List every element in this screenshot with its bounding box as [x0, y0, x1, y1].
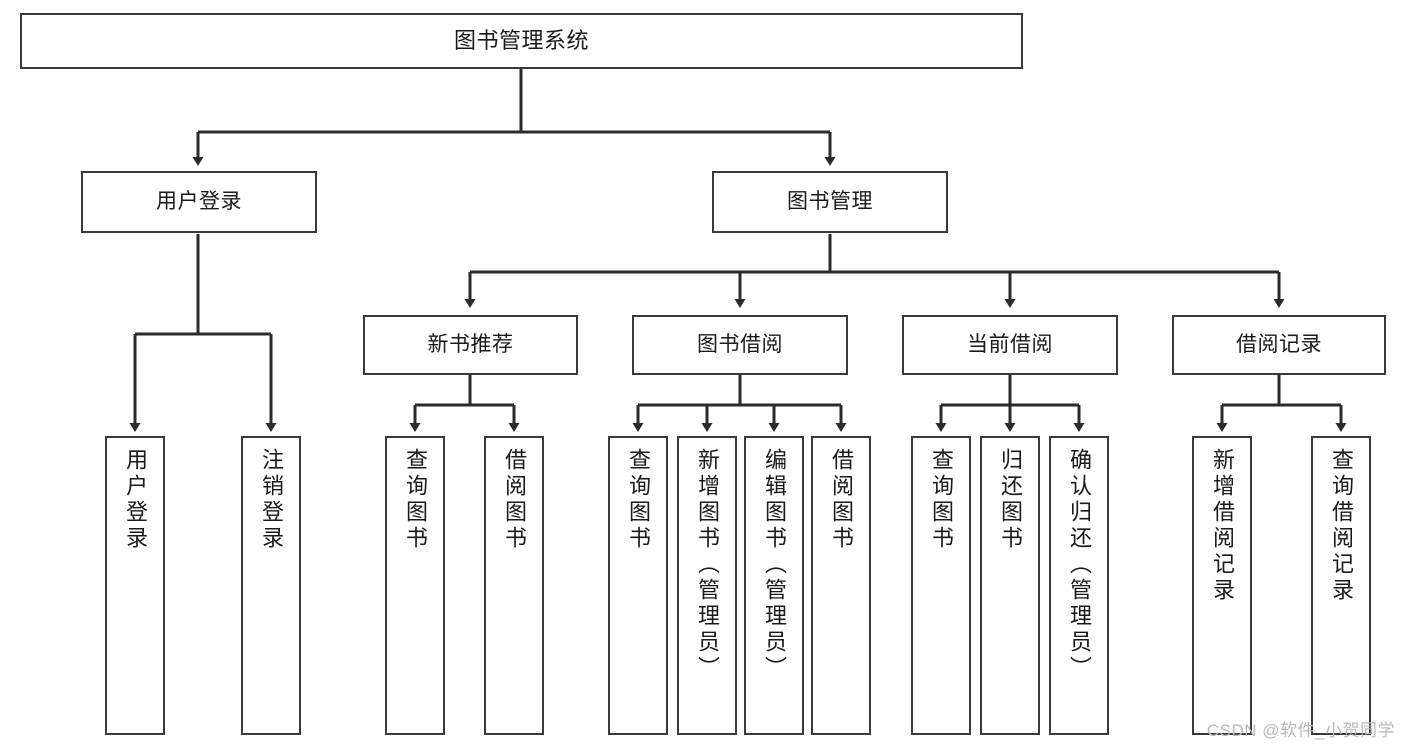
- leaf-query-book-3-label: 查询图书: [929, 448, 954, 552]
- node-current-borrow[interactable]: 当前借阅: [902, 315, 1118, 375]
- leaf-borrow-book-1[interactable]: 借阅图书: [484, 436, 544, 735]
- leaf-borrow-book-1-label: 借阅图书: [502, 448, 527, 552]
- leaf-add-record-label: 新增借阅记录: [1210, 448, 1235, 604]
- leaf-user-login[interactable]: 用户登录: [105, 436, 165, 735]
- leaf-borrow-book-2-label: 借阅图书: [829, 448, 854, 552]
- leaf-user-login-label: 用户登录: [123, 448, 148, 552]
- node-user-login-label: 用户登录: [156, 189, 242, 213]
- leaf-add-book-label: 新增图书（管理员）: [695, 448, 720, 682]
- csdn-watermark: CSDN @软件_小贺同学: [1206, 721, 1395, 740]
- leaf-edit-book-label: 编辑图书（管理员）: [762, 448, 787, 682]
- leaf-borrow-book-2[interactable]: 借阅图书: [811, 436, 871, 735]
- leaf-query-book-3[interactable]: 查询图书: [911, 436, 971, 735]
- leaf-confirm-return-label: 确认归还（管理员）: [1067, 448, 1092, 682]
- node-user-login[interactable]: 用户登录: [81, 171, 317, 233]
- node-borrow-record[interactable]: 借阅记录: [1172, 315, 1386, 375]
- leaf-add-book[interactable]: 新增图书（管理员）: [677, 436, 737, 735]
- leaf-query-book-2[interactable]: 查询图书: [608, 436, 668, 735]
- node-new-book-recommend-label: 新书推荐: [427, 332, 514, 356]
- leaf-query-record[interactable]: 查询借阅记录: [1311, 436, 1371, 735]
- node-book-borrow[interactable]: 图书借阅: [632, 315, 848, 375]
- leaf-logout-login[interactable]: 注销登录: [241, 436, 301, 735]
- node-root-label: 图书管理系统: [453, 28, 589, 54]
- node-current-borrow-label: 当前借阅: [967, 332, 1053, 356]
- node-root[interactable]: 图书管理系统: [20, 13, 1023, 69]
- node-new-book-recommend[interactable]: 新书推荐: [363, 315, 578, 375]
- leaf-query-book-1[interactable]: 查询图书: [385, 436, 445, 735]
- leaf-query-book-2-label: 查询图书: [626, 448, 651, 552]
- leaf-edit-book[interactable]: 编辑图书（管理员）: [744, 436, 804, 735]
- leaf-return-book[interactable]: 归还图书: [980, 436, 1040, 735]
- node-book-borrow-label: 图书借阅: [697, 332, 783, 356]
- node-book-manage-label: 图书管理: [787, 189, 873, 213]
- node-book-manage[interactable]: 图书管理: [712, 171, 948, 233]
- leaf-return-book-label: 归还图书: [998, 448, 1023, 552]
- leaf-query-book-1-label: 查询图书: [403, 448, 428, 552]
- leaf-add-record[interactable]: 新增借阅记录: [1192, 436, 1252, 735]
- leaf-logout-login-label: 注销登录: [259, 448, 284, 552]
- leaf-confirm-return[interactable]: 确认归还（管理员）: [1049, 436, 1109, 735]
- leaf-query-record-label: 查询借阅记录: [1329, 448, 1354, 604]
- node-borrow-record-label: 借阅记录: [1236, 332, 1322, 356]
